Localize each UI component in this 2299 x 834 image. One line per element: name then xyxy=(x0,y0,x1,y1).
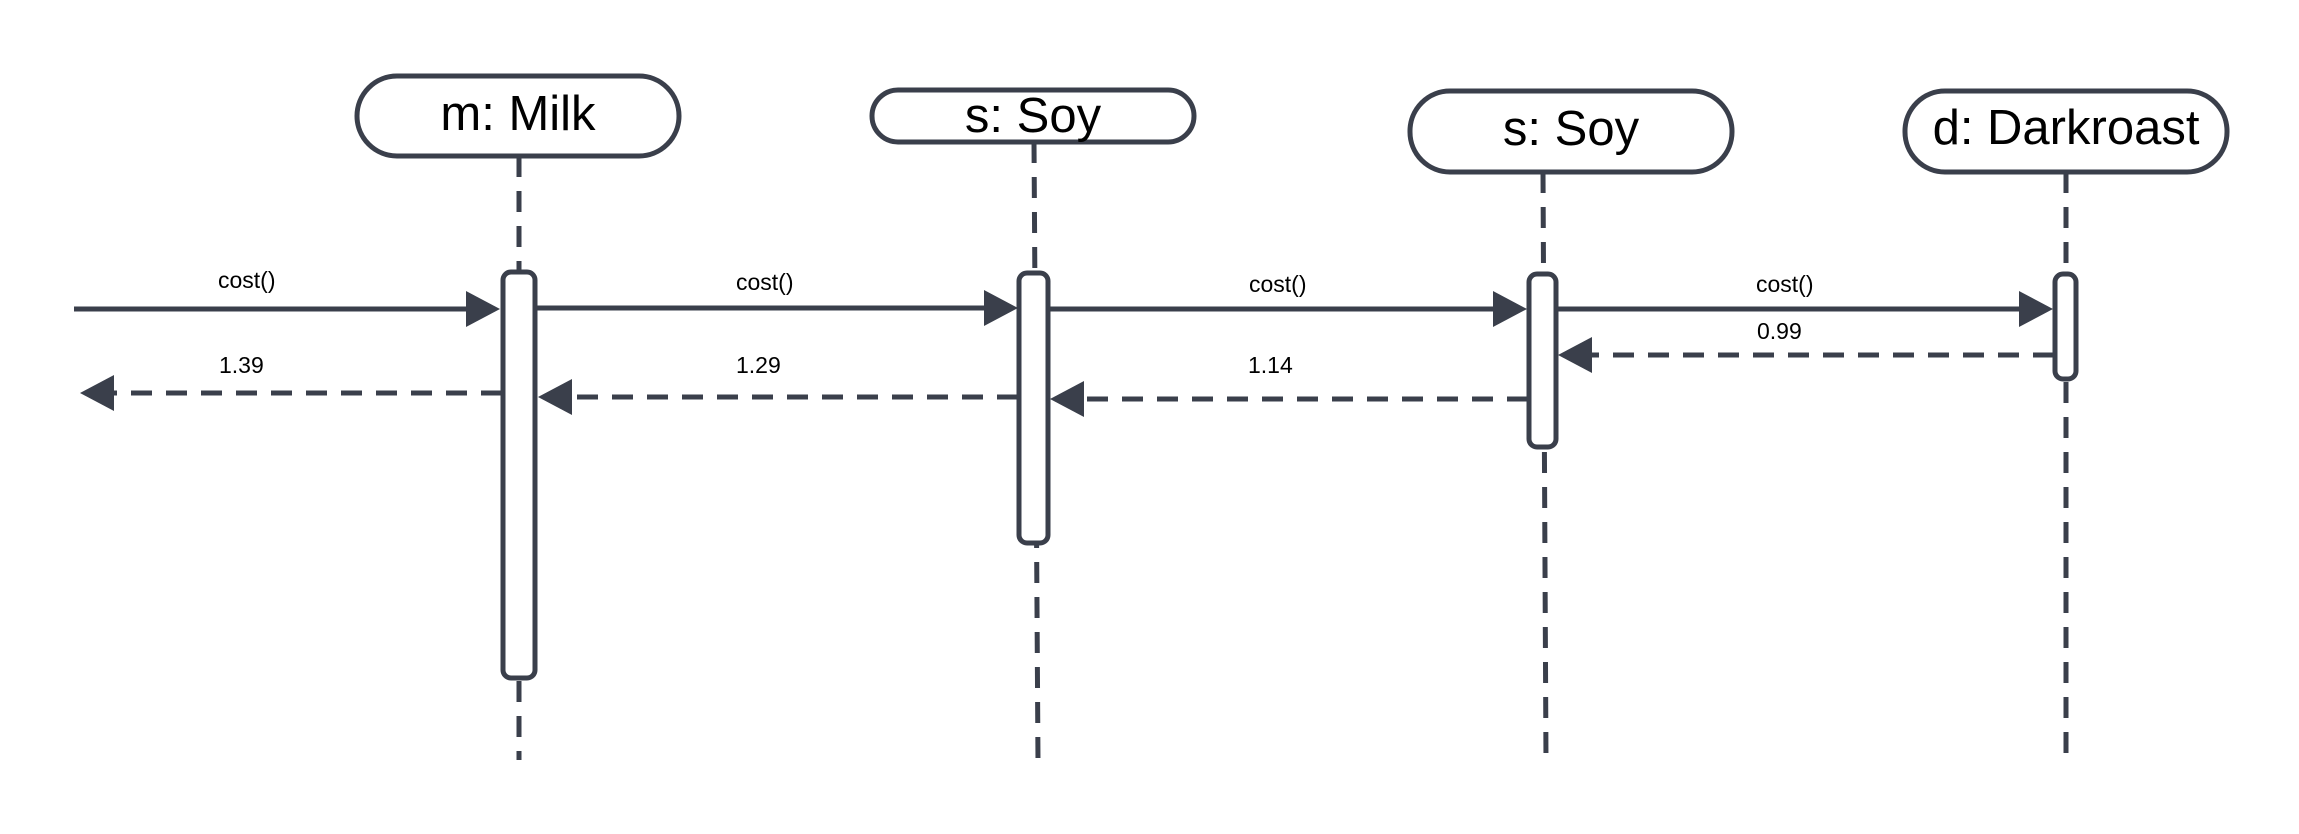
message-label: 1.39 xyxy=(219,352,264,378)
message-label: cost() xyxy=(1249,271,1307,297)
message-return-1: 1.39 xyxy=(80,352,502,411)
message-label: cost() xyxy=(218,267,276,293)
message-call-4: cost() xyxy=(1557,271,2053,327)
arrow-head xyxy=(2019,291,2053,327)
participant-label: m: Milk xyxy=(440,87,596,141)
message-return-4: 0.99 xyxy=(1558,318,2054,373)
message-call-2: cost() xyxy=(536,269,1018,326)
participant-box xyxy=(354,73,682,159)
arrow-head xyxy=(1050,381,1084,417)
participant-label: d: Darkroast xyxy=(1933,101,2200,155)
message-label: 1.14 xyxy=(1248,352,1293,378)
activation-bar-milk xyxy=(500,269,538,681)
message-label: cost() xyxy=(736,269,794,295)
arrow-head xyxy=(1558,337,1592,373)
activation-bar-soy1 xyxy=(1016,270,1051,546)
message-return-2: 1.29 xyxy=(538,352,1018,415)
message-call-1: cost() xyxy=(74,267,500,327)
arrow-head xyxy=(984,290,1018,326)
message-label: 1.29 xyxy=(736,352,781,378)
message-label: 0.99 xyxy=(1757,318,1802,344)
participant-soy-1[interactable]: s: Soy xyxy=(869,87,1197,145)
activation-bar-soy2 xyxy=(1526,271,1559,450)
arrow-head xyxy=(538,379,572,415)
arrow-head xyxy=(466,291,500,327)
lifeline-soy2 xyxy=(1540,171,1549,763)
arrow-head xyxy=(1493,291,1527,327)
participant-label: s: Soy xyxy=(965,89,1102,143)
message-label: cost() xyxy=(1756,271,1814,297)
participant-soy-2[interactable]: s: Soy xyxy=(1407,88,1735,175)
activation-bar-darkroast xyxy=(2052,271,2079,382)
participant-box xyxy=(1902,88,2230,175)
participant-label: s: Soy xyxy=(1503,102,1640,156)
participant-darkroast[interactable]: d: Darkroast xyxy=(1902,88,2230,175)
participant-box xyxy=(1407,88,1735,175)
participant-box xyxy=(869,87,1197,145)
message-return-3: 1.14 xyxy=(1050,352,1528,417)
message-call-3: cost() xyxy=(1049,271,1527,327)
arrow-head xyxy=(80,375,114,411)
participant-milk[interactable]: m: Milk xyxy=(354,73,682,159)
